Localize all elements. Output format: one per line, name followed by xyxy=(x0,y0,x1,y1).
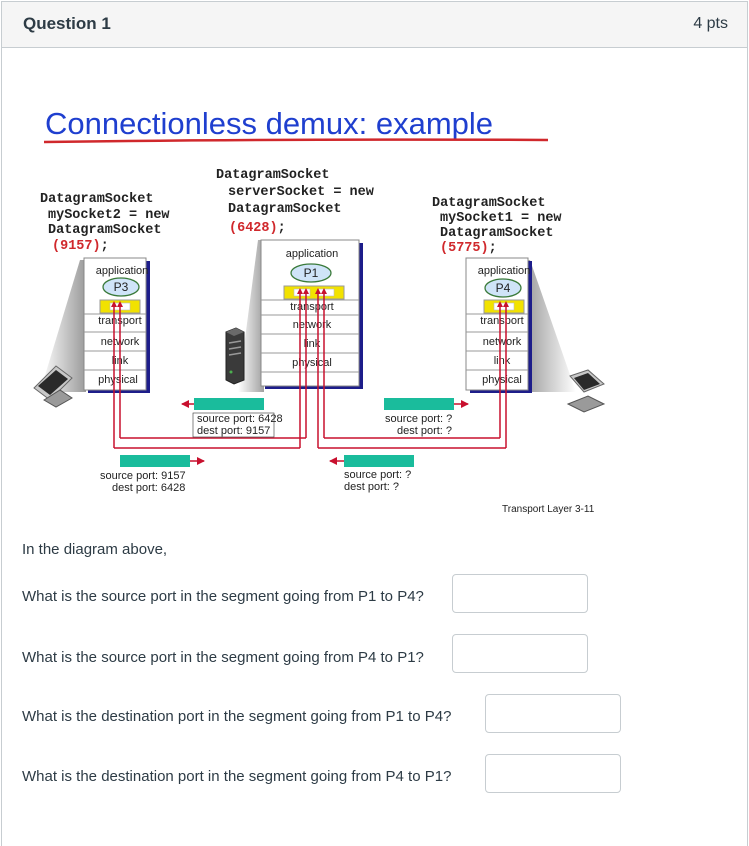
question-points: 4 pts xyxy=(693,15,728,32)
left-port-semicolon: ; xyxy=(101,239,109,254)
left-port-number: (9157) xyxy=(52,239,101,254)
segment-top-right-source: source port: ? xyxy=(385,413,452,425)
center-socket xyxy=(283,285,345,300)
center-code-line-3: DatagramSocket xyxy=(228,202,341,217)
slide-title: Connectionless demux: example xyxy=(45,106,493,141)
question-title: Question 1 xyxy=(23,14,111,33)
left-layer-application: application xyxy=(96,265,149,277)
segment-bottom-left-dest: dest port: 6428 xyxy=(112,482,185,494)
process-p4-label: P4 xyxy=(496,281,511,295)
process-p1 xyxy=(290,263,332,283)
center-code-line-1: DatagramSocket xyxy=(216,168,329,183)
right-code-line-2: mySocket1 = new xyxy=(440,211,562,226)
center-port-semicolon: ; xyxy=(278,221,286,236)
segment-bottom-right-box xyxy=(344,455,414,467)
question-2-text: What is the source port in the segment g… xyxy=(22,649,424,666)
left-code-line-3: DatagramSocket xyxy=(48,223,161,238)
question-1-text: What is the source port in the segment g… xyxy=(22,588,424,605)
right-layer-application: application xyxy=(478,265,531,277)
socket-arrowheads xyxy=(111,288,509,307)
process-p3 xyxy=(102,277,140,297)
center-host: application transport network link physi… xyxy=(238,239,363,392)
left-code-line-1: DatagramSocket xyxy=(40,192,153,207)
left-code-line-2: mySocket2 = new xyxy=(48,208,170,223)
right-code-line-1: DatagramSocket xyxy=(432,196,545,211)
left-host-shade xyxy=(40,260,86,392)
question-3-text: What is the destination port in the segm… xyxy=(22,708,452,725)
center-port-number: (6428) xyxy=(229,221,278,236)
left-port-line: (9157); xyxy=(52,239,109,254)
center-port-line: (6428); xyxy=(229,221,286,236)
center-layer-link: link xyxy=(304,338,321,350)
segment-bottom-right: source port: ? dest port: ? xyxy=(329,455,414,493)
right-layer-network: network xyxy=(483,336,522,348)
center-layer-application: application xyxy=(286,248,339,260)
right-computer-icon xyxy=(566,369,606,413)
answer-1-input[interactable] xyxy=(452,574,588,613)
answer-3-input[interactable] xyxy=(485,694,621,733)
segment-top-left-dest: dest port: 9157 xyxy=(197,425,270,437)
center-layer-physical: physical xyxy=(292,357,332,369)
right-layer-link: link xyxy=(494,355,511,367)
server-icon xyxy=(225,327,245,385)
process-p3-label: P3 xyxy=(114,280,129,294)
segment-top-right-box xyxy=(384,398,454,410)
right-host-shade xyxy=(524,260,576,392)
process-p4 xyxy=(484,278,522,298)
right-code-line-3: DatagramSocket xyxy=(440,226,553,241)
right-host: application transport network link physi… xyxy=(465,257,576,393)
process-p1-label: P1 xyxy=(304,266,319,280)
segment-bottom-right-dest: dest port: ? xyxy=(344,481,399,493)
center-layer-network: network xyxy=(293,319,332,331)
path-lines xyxy=(113,290,507,449)
center-layer-transport: transport xyxy=(290,301,333,313)
question-intro: In the diagram above, xyxy=(22,541,168,558)
left-host: application transport network link physi… xyxy=(40,257,150,393)
left-layer-physical: physical xyxy=(98,374,138,386)
segment-bottom-right-source: source port: ? xyxy=(344,469,411,481)
segment-top-right: source port: ? dest port: ? xyxy=(384,398,469,437)
right-port-number: (5775) xyxy=(440,241,489,256)
right-port-semicolon: ; xyxy=(489,241,497,256)
question-header: Question 1 4 pts xyxy=(2,2,747,48)
title-underline xyxy=(43,138,549,144)
segment-top-right-dest: dest port: ? xyxy=(397,425,452,437)
question-4-text: What is the destination port in the segm… xyxy=(22,768,452,785)
answer-2-input[interactable] xyxy=(452,634,588,673)
center-code-line-2: serverSocket = new xyxy=(228,185,375,200)
segment-bottom-left: source port: 9157 dest port: 6428 xyxy=(100,455,205,494)
segment-top-left: source port: 6428 dest port: 9157 xyxy=(181,398,283,438)
segment-top-left-source: source port: 6428 xyxy=(197,413,283,425)
slide-footer: Transport Layer 3-11 xyxy=(502,504,595,515)
right-port-line: (5775); xyxy=(440,241,497,256)
segment-top-left-box xyxy=(194,398,264,410)
right-layer-physical: physical xyxy=(482,374,522,386)
right-layer-transport: transport xyxy=(480,315,523,327)
segment-bottom-left-box xyxy=(120,455,190,467)
segment-bottom-left-source: source port: 9157 xyxy=(100,470,186,482)
left-computer-icon xyxy=(33,365,73,408)
answer-4-input[interactable] xyxy=(485,754,621,793)
